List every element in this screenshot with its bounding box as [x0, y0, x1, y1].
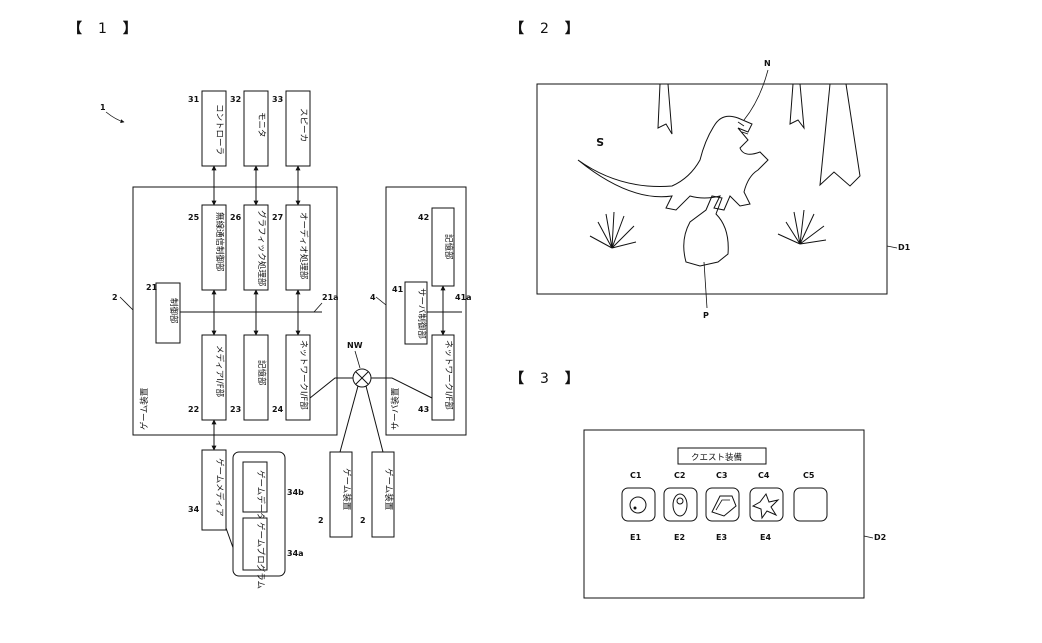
- bus-ref: 21a: [322, 293, 339, 302]
- monster-dinosaur: [577, 115, 769, 211]
- slot-2-top-ref: C2: [674, 471, 685, 480]
- slot-2-bottom-ref: E2: [674, 533, 685, 542]
- game-program-label: ゲームプログラム: [255, 522, 266, 589]
- network-ref: NW: [347, 341, 363, 350]
- screen-d2-ref: D2: [874, 533, 886, 542]
- media-if-box: [201, 334, 227, 421]
- grass-tuft-right: [777, 209, 827, 245]
- slot-4-top-ref: C4: [758, 471, 770, 480]
- server-storage-ref: 42: [418, 213, 429, 222]
- slot-1-top-ref: C1: [630, 471, 642, 480]
- slot-4-bottom-ref: E4: [760, 533, 771, 542]
- wireless-control-box: [201, 204, 227, 291]
- media-if-label: メディアI/F部: [214, 345, 225, 398]
- server-device-label: サーバ装置: [390, 387, 401, 430]
- server-storage-label: 記憶部: [443, 234, 454, 260]
- figure-1-title: 【1】: [68, 21, 139, 37]
- figure-3-number: 3: [540, 371, 551, 387]
- slot-3-top-ref: C3: [716, 471, 727, 480]
- server-network-if-label: ネットワークI/F部: [443, 340, 454, 410]
- grass-tuft-left: [589, 211, 637, 249]
- game-data-ref: 34b: [287, 488, 304, 497]
- storage-ref: 23: [230, 405, 241, 414]
- monitor-box: [243, 90, 269, 167]
- slot-3-bottom-ref: E3: [716, 533, 727, 542]
- speaker-box: [285, 90, 311, 167]
- other-game-device-1-label: ゲーム装置: [341, 468, 352, 511]
- system-ref: 1: [100, 103, 106, 112]
- game-screen-d1: [536, 83, 888, 295]
- other-game-device-1-ref: 2: [318, 516, 324, 525]
- player-ref: P: [703, 311, 709, 320]
- screen-d1-ref: D1: [898, 243, 911, 252]
- equipment-slot-1[interactable]: [621, 487, 656, 522]
- controller-box: [201, 90, 227, 167]
- graphics-processing-ref: 26: [230, 213, 242, 222]
- graphics-processing-label: グラフィック処理部: [256, 210, 267, 287]
- server-bus-ref: 41a: [455, 293, 472, 302]
- game-device-ref: 2: [112, 293, 118, 302]
- figure-1-number: 1: [98, 21, 109, 37]
- equipment-slot-3[interactable]: [705, 487, 740, 522]
- wireless-control-ref: 25: [188, 213, 200, 222]
- slot-1-bottom-ref: E1: [630, 533, 641, 542]
- network-if-box: [285, 334, 311, 421]
- monitor-ref: 32: [230, 95, 241, 104]
- server-control-label: サーバ制御部: [416, 288, 427, 339]
- audio-processing-label: オーディオ処理部: [298, 212, 309, 280]
- game-program-ref: 34a: [287, 549, 304, 558]
- wireless-control-label: 無線通信制御部: [214, 212, 225, 272]
- player-character: [683, 195, 729, 267]
- audio-processing-ref: 27: [272, 213, 283, 222]
- game-program-box: [242, 517, 268, 571]
- server-control-box: [404, 281, 428, 345]
- equipment-slot-4[interactable]: [749, 487, 784, 522]
- speaker-label: スピーカ: [298, 108, 308, 142]
- game-media-label: ゲームメディア: [214, 458, 225, 517]
- slot-5-top-ref: C5: [803, 471, 815, 480]
- quest-equipment-button[interactable]: [677, 447, 767, 465]
- tree-trunk-2: [789, 83, 805, 130]
- network-if-label: ネットワークI/F部: [298, 340, 309, 410]
- server-control-ref: 41: [392, 285, 404, 294]
- figure-2-title: 【2】: [510, 21, 581, 37]
- server-network-if-ref: 43: [418, 405, 429, 414]
- monitor-label: モニタ: [256, 112, 266, 138]
- quest-equipment-button-label: クエスト装備: [691, 452, 743, 463]
- graphics-processing-box: [243, 204, 269, 291]
- game-data-box: [242, 461, 268, 513]
- network-if-ref: 24: [272, 405, 284, 414]
- controller-ref: 31: [188, 95, 200, 104]
- other-game-device-2-ref: 2: [360, 516, 366, 525]
- other-game-device-2-label: ゲーム装置: [383, 468, 394, 511]
- control-unit-ref: 21: [146, 283, 158, 292]
- controller-label: コントローラ: [214, 104, 224, 155]
- storage-label: 記憶部: [256, 360, 267, 386]
- tree-trunk-3: [819, 83, 861, 187]
- other-game-device-2-box: [371, 451, 395, 538]
- tree-trunk-1: [657, 83, 673, 135]
- game-media-ref: 34: [188, 505, 200, 514]
- figure-3-title: 【3】: [510, 371, 581, 387]
- server-device-ref: 4: [370, 293, 376, 302]
- equipment-slot-2[interactable]: [663, 487, 698, 522]
- game-data-label: ゲームデータ: [255, 470, 266, 521]
- figure-2-number: 2: [540, 21, 551, 37]
- game-media-box: [201, 449, 227, 531]
- speaker-ref: 33: [272, 95, 283, 104]
- monster-ref: N: [764, 59, 771, 68]
- scene-glyph: S: [596, 135, 604, 148]
- control-unit-label: 制御部: [168, 298, 179, 324]
- equipment-slot-5[interactable]: [793, 487, 828, 522]
- other-game-device-1-box: [329, 451, 353, 538]
- control-unit-box: [155, 282, 181, 344]
- media-if-ref: 22: [188, 405, 199, 414]
- game-device-label: ゲーム装置: [139, 387, 150, 430]
- storage-box: [243, 334, 269, 421]
